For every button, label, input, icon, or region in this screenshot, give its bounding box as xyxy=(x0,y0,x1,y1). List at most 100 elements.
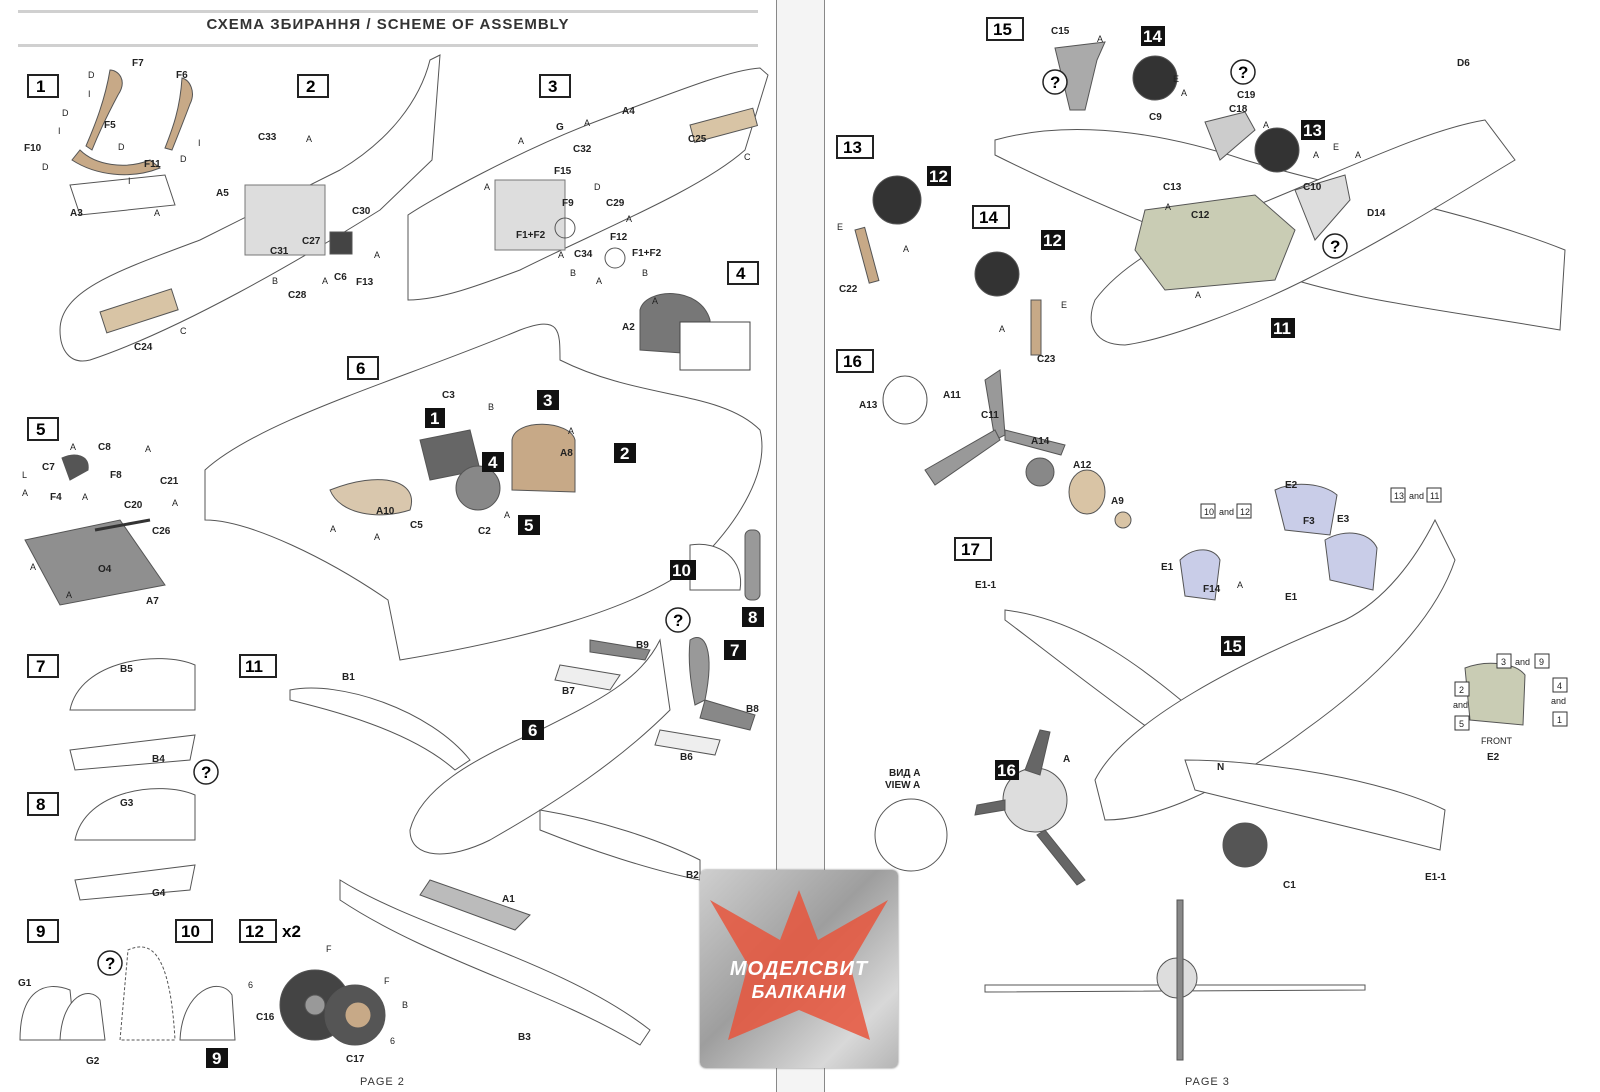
part-label: A xyxy=(374,250,380,260)
part-label: C29 xyxy=(606,198,625,209)
ref-badge-9: 9 xyxy=(212,1049,221,1068)
part-label: C24 xyxy=(134,342,153,353)
step-badges-right: 15 13 14 16 17 14 13 12 12 11 15 16 xyxy=(836,17,1325,780)
part-label: D14 xyxy=(1367,208,1386,219)
part-label: C33 xyxy=(258,132,277,143)
page-title: СХЕМА ЗБИРАННЯ / SCHEME OF ASSEMBLY xyxy=(206,16,570,33)
ref-badge-12b: 12 xyxy=(1043,231,1062,250)
part-label: 3 xyxy=(1501,657,1506,667)
ref-badge-16: 16 xyxy=(997,761,1016,780)
question-icon: ? xyxy=(1238,63,1248,82)
question-icon: ? xyxy=(201,763,211,782)
question-icon: ? xyxy=(105,954,115,973)
part-label: A8 xyxy=(560,448,573,459)
part-label: A xyxy=(484,182,490,192)
part-labels-left: F7 F6 D I D F5 I D F10 D F11 D I I A3 A … xyxy=(18,58,759,1067)
part-label: B xyxy=(570,268,576,278)
part-label: D6 xyxy=(1457,58,1470,69)
seat-base-a3 xyxy=(69,174,176,216)
strut-c23 xyxy=(1030,299,1042,356)
part-label: 9 xyxy=(1539,657,1544,667)
ref-badge-10: 10 xyxy=(672,561,691,580)
part-label: A xyxy=(1063,754,1070,765)
part-label: C30 xyxy=(352,206,371,217)
part-label: A xyxy=(504,510,510,520)
part-label: B xyxy=(402,1000,408,1010)
step-10: 10 xyxy=(181,922,200,941)
step-8: 8 xyxy=(36,795,45,814)
part-label: I xyxy=(58,126,61,136)
part-label: A xyxy=(518,136,524,146)
part-label: E xyxy=(837,222,843,232)
part-label: G4 xyxy=(152,888,166,899)
part-label: D xyxy=(42,162,49,172)
part-label: E xyxy=(1333,142,1339,152)
seat-armor-f6 xyxy=(164,77,193,151)
part-label: A xyxy=(374,532,380,542)
seat-armor-f7 xyxy=(85,69,123,151)
step-17: 17 xyxy=(961,540,980,559)
step-badges-left: 1 2 3 4 5 6 7 8 9 10 11 12 x2 1 xyxy=(27,74,764,1068)
instrument-decal xyxy=(679,321,751,371)
wheel-step14 xyxy=(974,251,1020,297)
part-label: C3 xyxy=(442,390,455,401)
part-label: G1 xyxy=(18,978,32,989)
ref-badge-13: 13 xyxy=(1303,121,1322,140)
prop-blade-c11c xyxy=(1004,429,1066,456)
cap-a9 xyxy=(1114,511,1132,529)
part-labels-right: C15 A E A C9 C19 C18 A E A C10 A D6 C13 … xyxy=(837,26,1566,891)
part-label: G2 xyxy=(86,1056,100,1067)
part-label: ВИД А xyxy=(889,768,921,779)
seat-belt-f5 xyxy=(71,149,161,176)
part-label: L xyxy=(22,470,27,480)
part-label: A7 xyxy=(146,596,159,607)
part-label: C13 xyxy=(1163,182,1182,193)
part-label: A11 xyxy=(943,390,961,401)
part-label: C34 xyxy=(574,249,593,260)
canopy-e3 xyxy=(1324,532,1378,591)
part-label: E1 xyxy=(1285,592,1298,603)
part-label: 11 xyxy=(1430,491,1439,501)
part-label: A xyxy=(145,444,151,454)
part-label: B9 xyxy=(636,640,649,651)
page-number-right: PAGE 3 xyxy=(1185,1076,1230,1088)
part-label: A xyxy=(1181,88,1187,98)
step-7: 7 xyxy=(36,657,45,676)
header-rule-bottom xyxy=(18,44,758,47)
header-rule-top xyxy=(18,10,758,13)
step-13: 13 xyxy=(843,138,862,157)
part-label: B xyxy=(642,268,648,278)
part-label: F15 xyxy=(554,166,572,177)
part-label: A xyxy=(1237,580,1243,590)
part-label: F11 xyxy=(144,159,161,170)
step-2: 2 xyxy=(306,77,315,96)
part-label: A xyxy=(172,498,178,508)
part-label: E xyxy=(1173,74,1179,84)
part-label: C20 xyxy=(124,500,143,511)
part-label: and xyxy=(1515,657,1530,667)
part-label: B2 xyxy=(686,870,699,881)
prop-blade-bottom xyxy=(1036,829,1086,886)
canopy-g4 xyxy=(74,864,196,901)
fin-8 xyxy=(744,529,761,601)
left-diagram: 1 2 3 4 5 6 7 8 9 10 11 12 x2 1 xyxy=(18,54,769,1068)
part-label: B1 xyxy=(342,672,355,683)
part-label: C26 xyxy=(152,526,171,537)
part-label: A2 xyxy=(622,322,635,333)
header-band: СХЕМА ЗБИРАННЯ / SCHEME OF ASSEMBLY xyxy=(0,0,776,58)
wing-spar-a1 xyxy=(419,879,531,931)
part-label: 10 xyxy=(1204,507,1214,517)
question-icons xyxy=(97,607,691,976)
tail-b9 xyxy=(589,639,651,661)
door-d14 xyxy=(1294,174,1351,241)
part-label: A xyxy=(330,524,336,534)
part-label: A xyxy=(1195,290,1201,300)
wheel-c16-hub xyxy=(304,994,326,1016)
step-9: 9 xyxy=(36,922,45,941)
part-label: B4 xyxy=(152,754,165,765)
part-label: C16 xyxy=(256,1012,275,1023)
wheel-c17-hub xyxy=(344,1001,372,1029)
wing-fillet-c25 xyxy=(689,107,759,143)
part-label: C9 xyxy=(1149,112,1162,123)
part-label: E2 xyxy=(1487,752,1500,763)
